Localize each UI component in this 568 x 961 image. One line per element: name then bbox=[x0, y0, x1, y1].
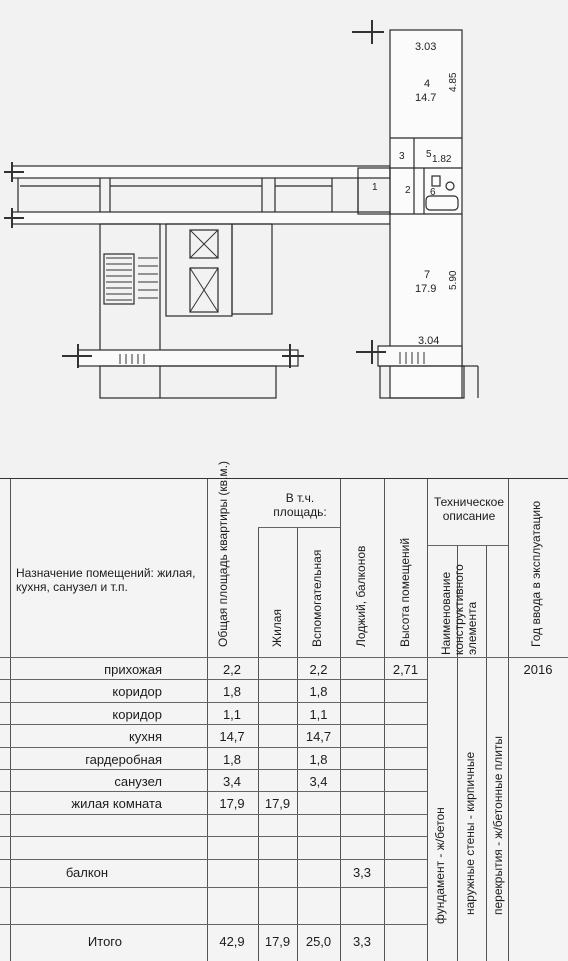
room-6-number: 6 bbox=[430, 187, 436, 198]
row-name: коридор bbox=[112, 707, 162, 722]
header-total-area: Общая площадь квартиры (кв.м.) bbox=[216, 461, 230, 647]
row-aux: 1,1 bbox=[309, 707, 328, 722]
room-4-number: 4 bbox=[424, 78, 430, 90]
total-loggia: 3,3 bbox=[352, 934, 372, 949]
row-name: санузел bbox=[114, 774, 162, 789]
row-aux: 3,4 bbox=[309, 774, 328, 789]
room-3-number: 3 bbox=[399, 151, 405, 162]
row-aux: 1,8 bbox=[309, 684, 328, 699]
header-tech-desc: Техническое описание bbox=[433, 495, 505, 523]
row-total: 14,7 bbox=[219, 729, 245, 744]
row-total: 1,8 bbox=[222, 684, 242, 699]
element-walls: наружные стены - кирпичные bbox=[463, 751, 477, 915]
header-incl-area: В т.ч. площадь: bbox=[273, 491, 327, 519]
row-total: 1,1 bbox=[222, 707, 242, 722]
row-aux: 14,7 bbox=[305, 729, 332, 744]
header-height: Высота помещений bbox=[398, 537, 412, 647]
row-loggia: 3,3 bbox=[352, 865, 372, 880]
row-name: гардеробная bbox=[85, 752, 162, 767]
floor-plan: 3.03 4 14.7 4.85 3 5 1.82 1 2 6 7 17.9 5… bbox=[0, 0, 568, 478]
total-area: 42,9 bbox=[219, 934, 245, 949]
total-aux: 25,0 bbox=[305, 934, 332, 949]
dim-right-top: 4.85 bbox=[448, 72, 459, 92]
row-height: 2,71 bbox=[392, 662, 419, 677]
header-purpose: Назначение помещений: жилая, кухня, сану… bbox=[16, 566, 196, 594]
row-name: жилая комната bbox=[71, 796, 162, 811]
row-name: прихожая bbox=[104, 662, 162, 677]
explication-table: Назначение помещений: жилая, кухня, сану… bbox=[0, 461, 568, 961]
row-aux: 1,8 bbox=[309, 752, 328, 767]
room-5-area: 1.82 bbox=[432, 154, 452, 165]
row-total: 2,2 bbox=[222, 662, 242, 677]
room-1-number: 1 bbox=[372, 182, 378, 193]
row-total: 17,9 bbox=[219, 796, 245, 811]
floor-plan-drawing: 3.03 4 14.7 4.85 3 5 1.82 1 2 6 7 17.9 5… bbox=[4, 20, 479, 399]
room-5-number: 5 bbox=[426, 149, 432, 160]
element-foundation: фундамент - ж/бетон bbox=[433, 807, 447, 924]
room-4-area: 14.7 bbox=[415, 92, 436, 104]
header-year: Год ввода в эксплуатацию bbox=[529, 500, 543, 647]
row-total: 3,4 bbox=[222, 774, 242, 789]
dim-top: 3.03 bbox=[415, 41, 436, 53]
room-2-number: 2 bbox=[405, 185, 411, 196]
row-name: кухня bbox=[128, 729, 162, 744]
room-7-area: 17.9 bbox=[415, 283, 436, 295]
header-loggia: Лоджий, балконов bbox=[354, 545, 368, 647]
row-total: 1,8 bbox=[222, 752, 242, 767]
total-label: Итого bbox=[87, 934, 122, 949]
year-value: 2016 bbox=[523, 662, 553, 677]
total-living: 17,9 bbox=[264, 934, 291, 949]
room-7-number: 7 bbox=[424, 269, 430, 281]
dim-bottom: 3.04 bbox=[418, 335, 439, 347]
header-element-name: Наименование конструктивного элемента bbox=[439, 564, 479, 655]
row-name: балкон bbox=[65, 865, 109, 880]
row-aux: 2,2 bbox=[309, 662, 328, 677]
dim-right-bottom: 5.90 bbox=[448, 270, 459, 290]
row-name: коридор bbox=[112, 684, 162, 699]
row-living: 17,9 bbox=[264, 796, 291, 811]
header-living: Жилая bbox=[270, 609, 284, 647]
element-floors: перекрытия - ж/бетонные плиты bbox=[491, 735, 505, 915]
header-auxiliary: Вспомогательная bbox=[310, 549, 324, 647]
